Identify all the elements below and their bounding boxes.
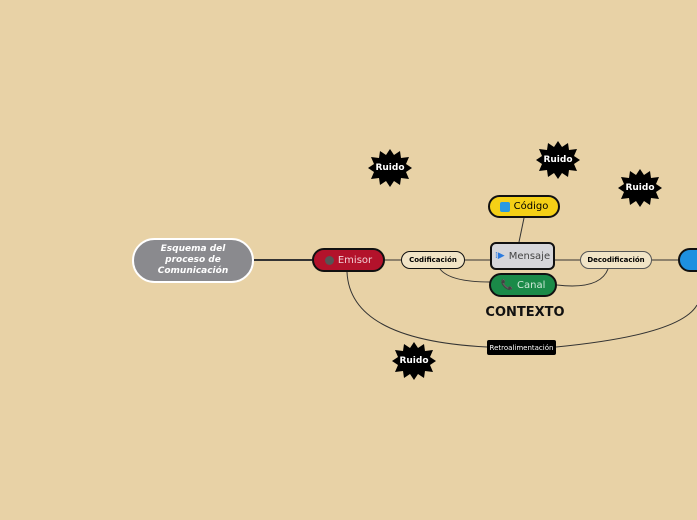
phone-icon: 📞 — [500, 279, 514, 291]
mensaje-label: Mensaje — [508, 250, 551, 262]
ruido-label: Ruido — [543, 155, 573, 165]
burst-shape — [536, 141, 580, 179]
code-icon — [499, 201, 510, 212]
burst-shape — [368, 149, 412, 187]
canal-node[interactable]: 📞 Canal — [489, 273, 557, 297]
ruido-label: Ruido — [375, 163, 405, 173]
ruido-label: Ruido — [625, 183, 655, 193]
codificacion-node[interactable]: Codificación — [401, 251, 465, 269]
message-icon: ⁞▶ — [494, 251, 505, 261]
root-node[interactable]: Esquema del proceso de Comunicación — [132, 238, 254, 283]
ruido-label: Ruido — [399, 356, 429, 366]
contexto-label: CONTEXTO — [485, 305, 565, 320]
retroalimentacion-node[interactable]: Retroalimentación — [487, 340, 556, 355]
emisor-label: Emisor — [337, 254, 373, 266]
ruido-burst[interactable]: Ruido — [392, 342, 436, 380]
receptor-node[interactable] — [678, 248, 697, 272]
ruido-burst[interactable]: Ruido — [618, 169, 662, 207]
person-icon — [324, 255, 334, 265]
ruido-burst[interactable]: Ruido — [368, 149, 412, 187]
ruido-burst[interactable]: Ruido — [536, 141, 580, 179]
emisor-node[interactable]: Emisor — [312, 248, 385, 272]
canal-label: Canal — [517, 279, 546, 291]
codigo-node[interactable]: Código — [488, 195, 560, 218]
mensaje-node[interactable]: ⁞▶ Mensaje — [490, 242, 555, 270]
decodificacion-node[interactable]: Decodificación — [580, 251, 652, 269]
burst-shape — [392, 342, 436, 380]
codigo-label: Código — [513, 201, 549, 212]
burst-shape — [618, 169, 662, 207]
